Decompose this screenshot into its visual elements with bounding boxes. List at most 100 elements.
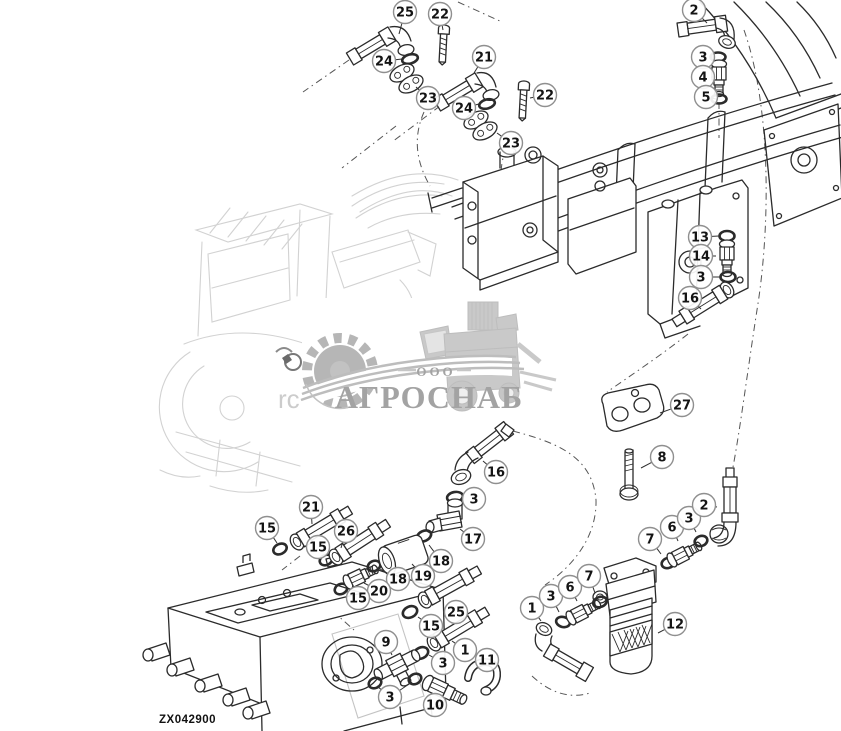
svg-text:7: 7 [645, 533, 654, 548]
callout-15: 15 [418, 613, 444, 639]
svg-text:7: 7 [584, 570, 593, 585]
callout-leader [640, 461, 653, 469]
svg-text:2: 2 [699, 499, 708, 514]
callout-22: 22 [532, 82, 558, 108]
callout-25: 25 [443, 599, 469, 625]
svg-text:10: 10 [426, 699, 444, 714]
callout-12: 12 [662, 611, 688, 637]
callout-3: 3 [538, 583, 564, 609]
callout-18: 18 [385, 566, 411, 592]
callout-leader [272, 537, 278, 544]
svg-text:18: 18 [432, 555, 450, 570]
svg-text:16: 16 [487, 466, 505, 481]
callout-leader [482, 460, 488, 465]
callout-leader [701, 17, 708, 24]
svg-text:19: 19 [414, 570, 432, 585]
callout-23: 23 [498, 130, 524, 156]
svg-text:14: 14 [692, 250, 710, 265]
watermark-org-type: ООО [416, 364, 455, 379]
callout-15: 15 [305, 534, 331, 560]
svg-text:25: 25 [447, 606, 465, 621]
callout-23: 23 [415, 85, 441, 111]
svg-text:12: 12 [666, 618, 684, 633]
callout-15: 15 [254, 515, 280, 541]
clamp-block-drawing [601, 383, 665, 432]
callout-leader [657, 628, 666, 634]
callout-leader [441, 25, 444, 31]
svg-text:22: 22 [536, 89, 554, 104]
stray-watermark-text: rc [278, 384, 300, 414]
svg-text:24: 24 [375, 55, 393, 70]
callout-leader [399, 681, 413, 691]
hose-and-fitting-drawings [272, 14, 739, 705]
callout-14: 14 [688, 243, 714, 269]
svg-text:3: 3 [385, 691, 394, 706]
callout-leader [428, 544, 435, 553]
svg-text:2: 2 [689, 4, 698, 19]
svg-text:3: 3 [696, 271, 705, 286]
callout-13: 13 [687, 224, 713, 250]
svg-text:1: 1 [527, 602, 536, 617]
callout-leader [415, 86, 420, 91]
callout-7: 7 [576, 563, 602, 589]
svg-text:20: 20 [370, 585, 388, 600]
watermark-org-name: АГРОСНАБ [335, 379, 523, 415]
callout-3: 3 [377, 684, 403, 710]
callout-2: 2 [691, 492, 717, 518]
callout-27: 27 [669, 392, 695, 418]
callout-7: 7 [637, 526, 663, 552]
callout-25: 25 [392, 0, 418, 25]
callout-leader [428, 654, 434, 658]
svg-text:21: 21 [475, 51, 493, 66]
callout-leader [459, 528, 465, 533]
mounting-bolt-drawing [619, 448, 639, 501]
callout-leader [451, 640, 456, 644]
svg-text:3: 3 [684, 512, 693, 527]
callout-leader [473, 66, 479, 74]
callout-leader [340, 541, 344, 549]
svg-text:16: 16 [681, 292, 699, 307]
callout-22: 22 [427, 1, 453, 27]
callout-10: 10 [422, 692, 448, 718]
callout-1: 1 [519, 595, 545, 621]
tee-fitting-9 [373, 649, 421, 687]
callout-3: 3 [430, 650, 456, 676]
callout-21: 21 [298, 494, 324, 520]
callout-leader [656, 547, 662, 555]
callout-21: 21 [471, 44, 497, 70]
pump-assembly-drawing [427, 82, 841, 339]
callout-leader [376, 685, 382, 690]
oil-filter-drawing [592, 557, 657, 675]
callout-3: 3 [688, 264, 714, 290]
fitting-10 [421, 674, 468, 705]
callout-24: 24 [451, 95, 477, 121]
callout-24: 24 [371, 48, 397, 74]
callout-19: 19 [410, 563, 436, 589]
svg-text:17: 17 [464, 533, 482, 548]
callout-18: 18 [428, 548, 454, 574]
svg-text:9: 9 [381, 636, 390, 651]
svg-text:6: 6 [565, 581, 574, 596]
callout-5: 5 [693, 84, 719, 110]
svg-text:3: 3 [546, 590, 555, 605]
svg-text:27: 27 [673, 399, 691, 414]
callout-leader [411, 563, 416, 568]
svg-text:1: 1 [460, 644, 469, 659]
svg-text:11: 11 [478, 654, 496, 669]
callout-leader [395, 58, 403, 61]
svg-text:15: 15 [309, 541, 327, 556]
callout-16: 16 [483, 459, 509, 485]
engine-housing-drawing [699, 1, 841, 227]
svg-text:24: 24 [455, 102, 473, 117]
callout-4: 4 [690, 64, 716, 90]
callout-16: 16 [677, 285, 703, 311]
svg-text:15: 15 [349, 592, 367, 607]
faint-tractor-sketch: rc [158, 173, 459, 493]
callout-11: 11 [474, 647, 500, 673]
callout-3: 3 [461, 486, 487, 512]
svg-text:26: 26 [337, 525, 355, 540]
callout-leader [363, 582, 370, 587]
